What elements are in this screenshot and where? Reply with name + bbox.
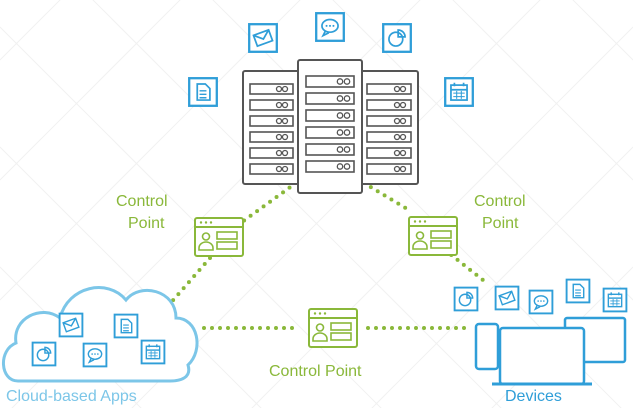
line-left-cp-to-cloud [166, 256, 212, 308]
server-racks [242, 59, 419, 194]
control-point-left-label-line1: Control [116, 193, 168, 210]
mail-icon [58, 312, 84, 338]
control-point-right-icon [408, 216, 458, 256]
tablet-icon [498, 326, 586, 386]
pie-chart-icon [453, 286, 479, 312]
pie-chart-icon [31, 341, 57, 367]
control-point-right-label-line1: Control [474, 193, 526, 210]
document-icon [113, 313, 139, 339]
devices-icon [474, 316, 627, 386]
chat-icon [315, 12, 345, 42]
mail-icon [494, 285, 520, 311]
chat-icon [528, 289, 554, 315]
chat-icon [82, 342, 108, 368]
calendar-icon [602, 287, 628, 313]
line-server-to-left-cp [240, 181, 298, 224]
device-app-icons [453, 278, 628, 315]
control-point-bottom-icon [308, 308, 358, 348]
cloud-apps-label: Cloud-based Apps [6, 388, 137, 405]
mail-icon [248, 23, 278, 53]
control-point-left-label-line2: Point [128, 215, 165, 232]
devices-label: Devices [505, 388, 562, 405]
phone-icon [474, 322, 500, 371]
document-icon [188, 77, 218, 107]
calendar-icon [444, 77, 474, 107]
pie-chart-icon [382, 23, 412, 53]
calendar-icon [140, 339, 166, 365]
document-icon [565, 278, 591, 304]
control-point-left-icon [194, 217, 244, 257]
line-server-to-right-cp [362, 181, 411, 212]
control-point-bottom-label: Control Point [269, 363, 362, 380]
control-point-right-label-line2: Point [482, 215, 519, 232]
